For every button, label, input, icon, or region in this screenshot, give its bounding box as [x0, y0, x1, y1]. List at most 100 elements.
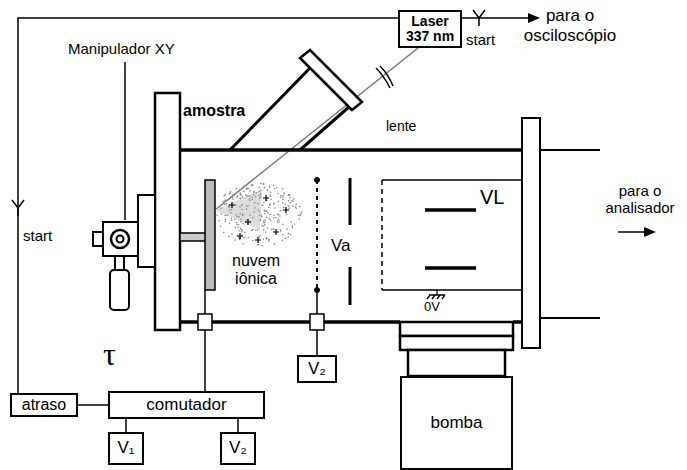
box-label: V₂ — [229, 439, 247, 458]
ion-dot — [279, 215, 281, 217]
ion-dot — [252, 240, 254, 242]
ion-dot — [266, 238, 268, 240]
signal-label: para o analisador — [597, 182, 683, 217]
ion-dot — [229, 207, 231, 209]
slit-electrode — [349, 267, 352, 305]
ion-dot — [256, 244, 258, 246]
ion-dot — [275, 217, 277, 219]
ion-dot — [251, 184, 253, 186]
ion-dot — [293, 198, 295, 200]
wire — [125, 419, 127, 432]
signal-label: start — [22, 228, 53, 245]
ion-dot — [241, 231, 243, 233]
ion-dot — [257, 229, 259, 231]
ion-dot — [262, 204, 264, 206]
ion-dot — [266, 210, 268, 212]
lens — [376, 66, 393, 88]
ion-dot — [240, 197, 242, 199]
ion-dot — [252, 184, 254, 186]
inlet-tube — [300, 106, 350, 150]
ion-dot — [236, 188, 238, 190]
ion-charge — [237, 233, 243, 239]
ion-dot — [232, 197, 234, 199]
ion-dot — [229, 193, 231, 195]
ion-charge — [245, 219, 251, 225]
ion-dot — [264, 213, 266, 215]
ion-dot — [282, 234, 284, 236]
ion-charge — [255, 237, 261, 243]
part-label: Manipulador XY — [68, 40, 175, 57]
ion-dot — [260, 219, 262, 221]
ion-dot — [226, 203, 228, 205]
ion-dot — [254, 202, 256, 204]
ion-dot — [271, 228, 273, 230]
ion-dot — [218, 220, 220, 222]
ion-dot — [300, 213, 302, 215]
ion-dot — [224, 199, 226, 201]
voltage-label: Va — [331, 236, 351, 256]
ion-charge — [273, 229, 279, 235]
ion-dot — [240, 221, 242, 223]
voltage-label: VL — [480, 186, 504, 209]
ion-dot — [284, 193, 286, 195]
ion-dot — [260, 183, 262, 185]
ion-dot — [220, 226, 222, 228]
ion-dot — [255, 192, 257, 194]
ion-dot — [276, 187, 278, 189]
ion-charge — [263, 195, 269, 201]
ion-dot — [229, 223, 231, 225]
ion-dot — [255, 229, 257, 231]
leader-line — [124, 62, 126, 220]
box-label: atraso — [22, 396, 66, 414]
ion-dot — [282, 188, 284, 190]
ion-dot — [278, 214, 280, 216]
ion-dot — [247, 205, 249, 207]
ion-dot — [291, 200, 293, 202]
ion-dot — [277, 220, 279, 222]
ion-dot — [239, 198, 241, 200]
feedthrough — [310, 314, 324, 330]
ion-dot — [257, 203, 259, 205]
laser-box: Laser 337 nm — [398, 10, 462, 48]
ion-dot — [255, 196, 257, 198]
ion-dot — [263, 202, 265, 204]
ion-dot — [237, 195, 239, 197]
box-label: V₁ — [117, 439, 134, 458]
ion-dot — [223, 203, 225, 205]
ion-dot — [265, 231, 267, 233]
ion-dot — [235, 214, 237, 216]
ion-dot — [269, 185, 271, 187]
ion-dot — [220, 208, 222, 210]
ion-dot — [247, 195, 249, 197]
ion-dot — [292, 227, 294, 229]
ion-dot — [292, 225, 294, 227]
ion-dot — [261, 225, 263, 227]
manipulator-handle — [110, 270, 129, 310]
ion-dot — [249, 200, 251, 202]
ion-dot — [290, 202, 292, 204]
ion-dot — [261, 214, 263, 216]
lens-plate — [425, 208, 476, 212]
ion-dot — [240, 228, 242, 230]
ion-dot — [257, 209, 259, 211]
ion-dot — [268, 240, 270, 242]
ion-dot — [286, 213, 288, 215]
ion-dot — [288, 208, 290, 210]
ion-dot — [236, 222, 238, 224]
ion-dot — [269, 218, 271, 220]
ion-dot — [267, 227, 269, 229]
ion-dot — [224, 215, 226, 217]
ion-dot — [223, 232, 225, 234]
ion-dot — [270, 198, 272, 200]
ion-dot — [295, 206, 297, 208]
ion-dot — [245, 194, 247, 196]
ion-dot — [268, 207, 270, 209]
chamber-wall — [180, 320, 400, 324]
ion-dot — [238, 230, 240, 232]
ion-dot — [269, 204, 271, 206]
ion-dot — [290, 234, 292, 236]
ion-dot — [243, 237, 245, 239]
right-flange — [522, 118, 540, 348]
sample-plate — [205, 180, 215, 290]
manipulator-body — [103, 222, 138, 256]
